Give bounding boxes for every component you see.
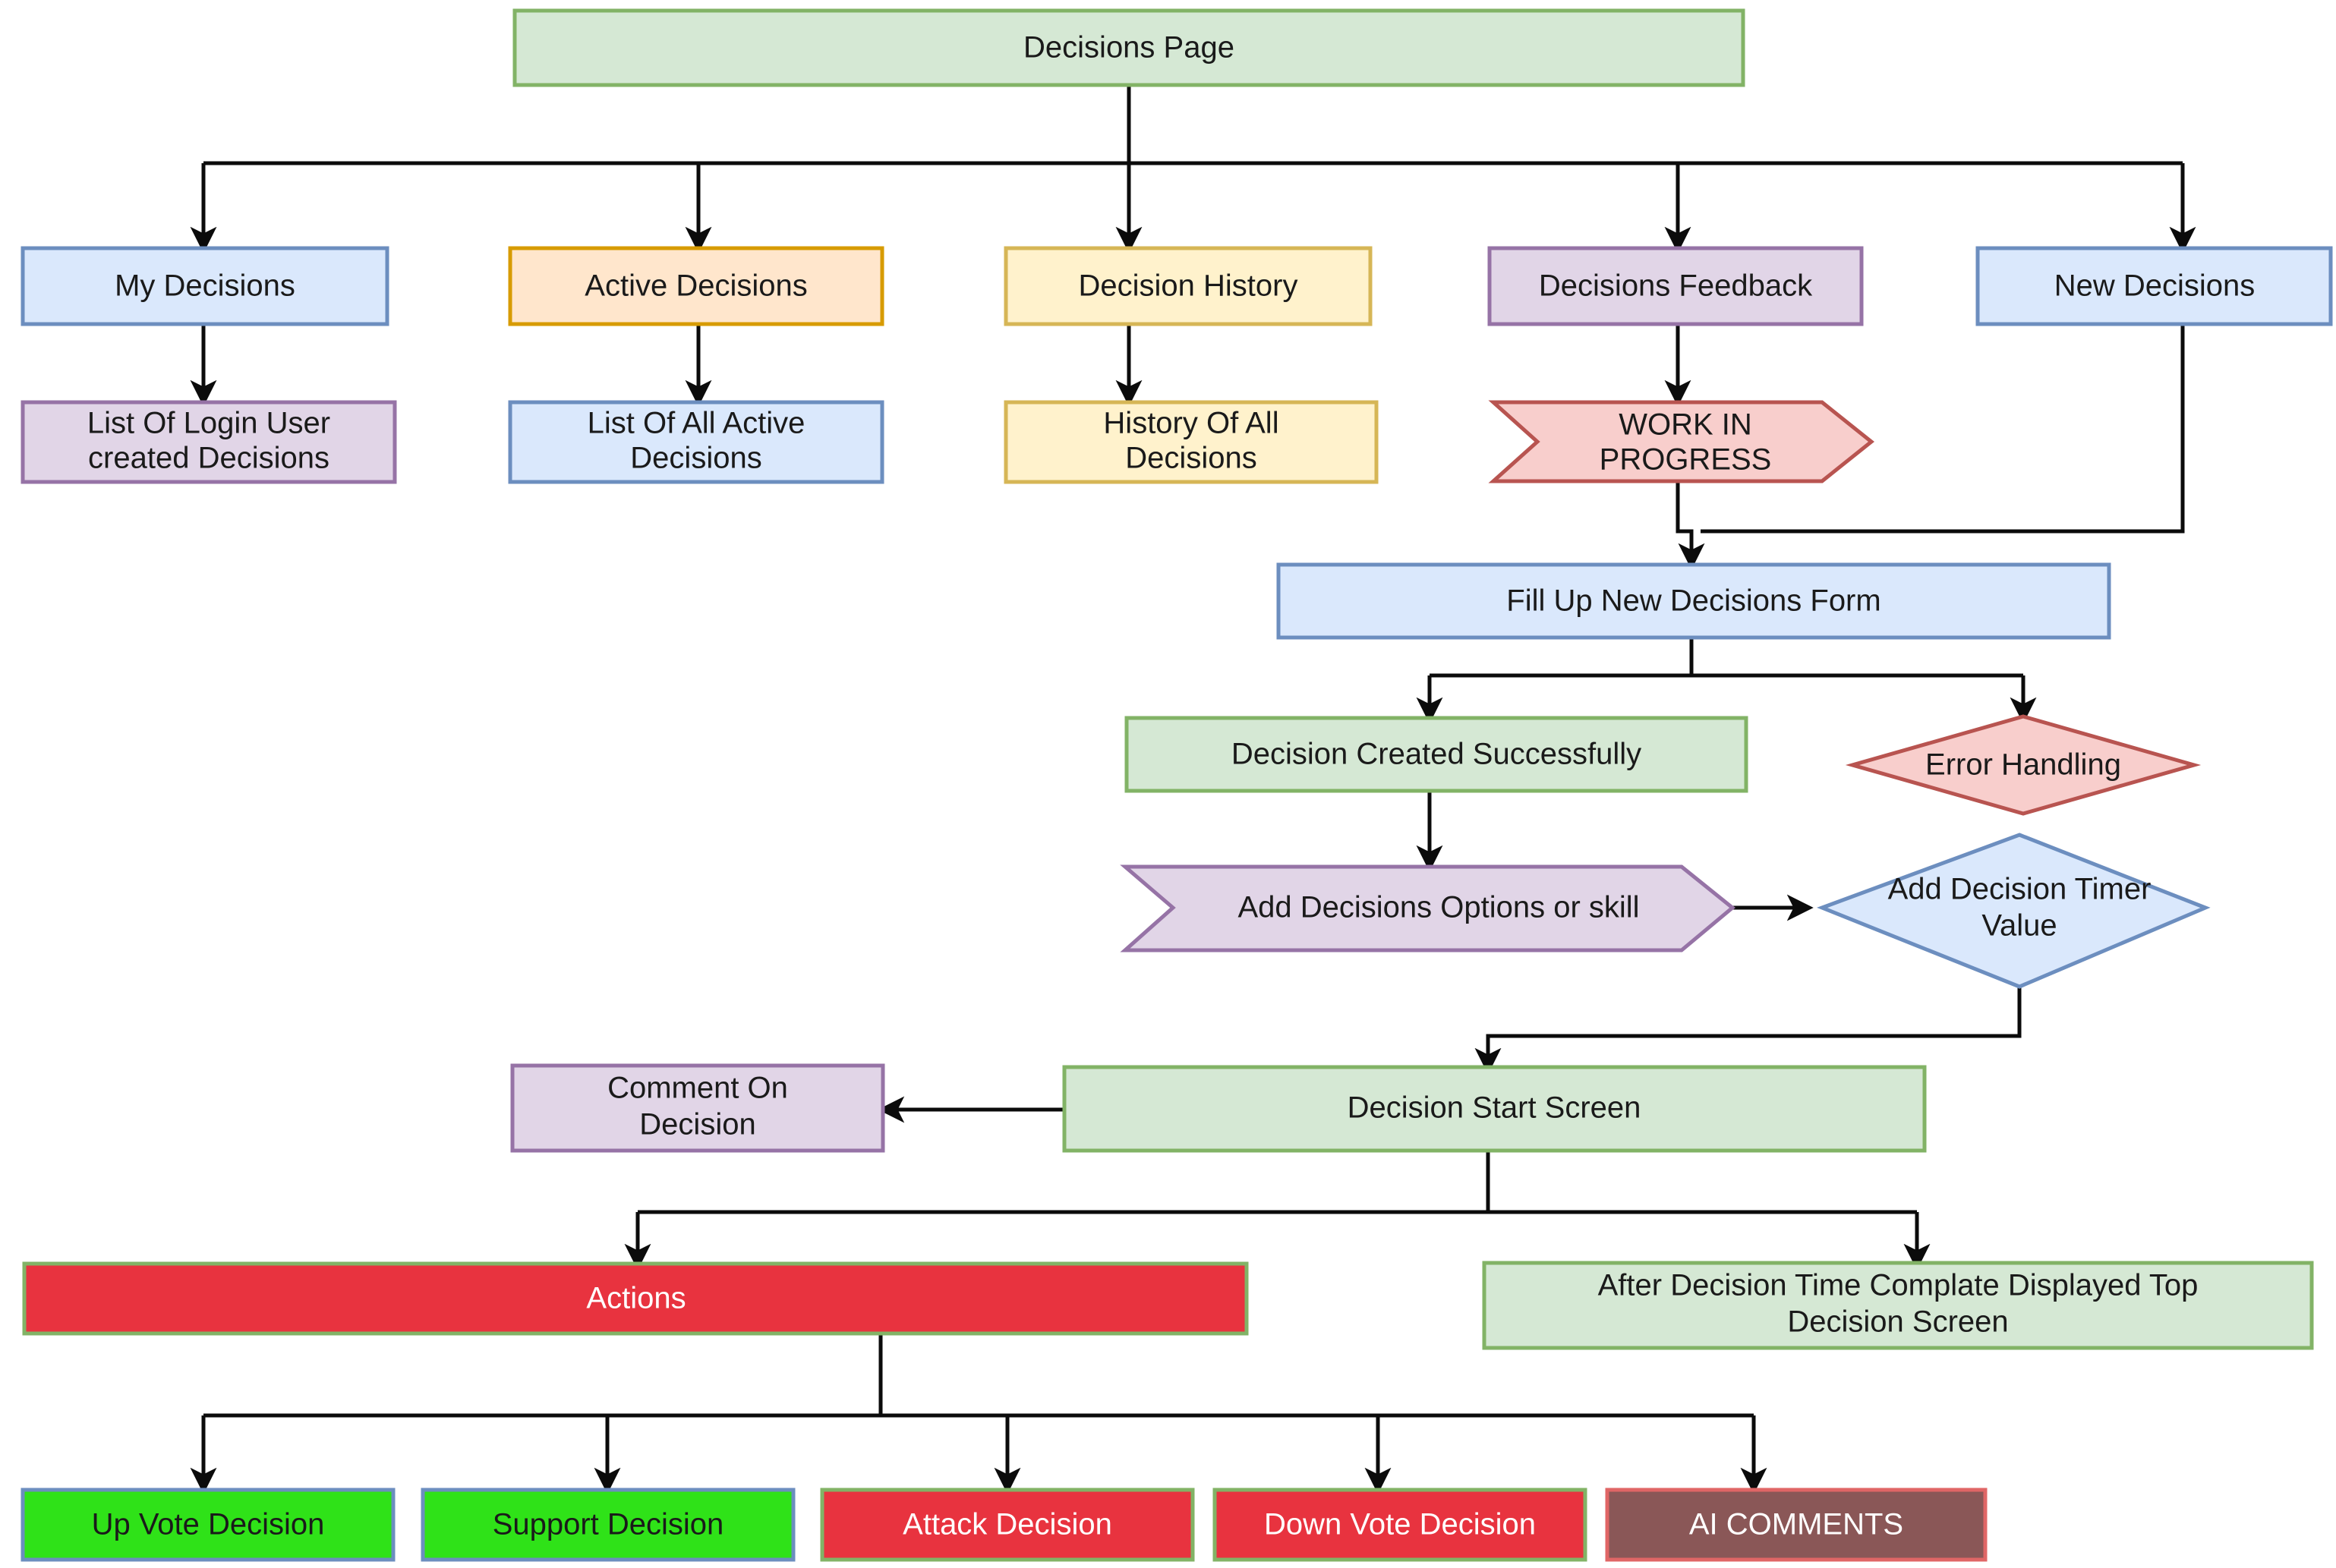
node-label-decisions-page: Decisions Page [1023, 31, 1234, 65]
node-work-in-progress[interactable]: WORK IN PROGRESS [1488, 400, 1875, 483]
node-label-decision-history: Decision History [1079, 269, 1298, 303]
node-comment-on-decision[interactable]: Comment On Decision [510, 1063, 885, 1153]
node-down-vote-decision[interactable]: Down Vote Decision [1212, 1488, 1587, 1562]
node-attack-decision[interactable]: Attack Decision [820, 1488, 1195, 1562]
node-label-wip-line2: PROGRESS [1600, 443, 1772, 477]
node-new-decisions[interactable]: New Decisions [1975, 246, 2333, 326]
node-label-active-decisions: Active Decisions [585, 269, 807, 303]
node-label-down-vote: Down Vote Decision [1264, 1508, 1536, 1541]
node-label-after-time-line2: Decision Screen [1787, 1305, 2008, 1339]
node-history-of-all-decisions[interactable]: History Of All Decisions [1004, 400, 1379, 484]
node-label-fill-form: Fill Up New Decisions Form [1506, 584, 1880, 618]
edge-timer-to-start [1474, 983, 2022, 1075]
node-actions[interactable]: Actions [22, 1261, 1249, 1336]
node-label-after-time-line1: After Decision Time Complate Displayed T… [1598, 1269, 2199, 1302]
node-label-add-options: Add Decisions Options or skill [1237, 891, 1639, 924]
node-label-actions: Actions [586, 1282, 686, 1315]
node-decision-history[interactable]: Decision History [1004, 246, 1373, 326]
node-label-add-timer-line1: Add Decision Timer [1888, 873, 2152, 906]
edge-layer [190, 85, 2196, 1494]
node-active-decisions[interactable]: Active Decisions [508, 246, 884, 326]
node-ai-comments[interactable]: AI COMMENTS [1605, 1488, 1988, 1562]
node-label-decision-created: Decision Created Successfully [1231, 738, 1641, 771]
node-label-wip-line1: WORK IN [1619, 408, 1752, 442]
node-support-decision[interactable]: Support Decision [421, 1488, 796, 1562]
node-label-add-timer-line2: Value [1981, 909, 2057, 943]
edge-new-decisions-to-form [1701, 324, 2185, 534]
node-label-up-vote: Up Vote Decision [92, 1508, 325, 1541]
node-decisions-page[interactable]: Decisions Page [512, 8, 1745, 87]
node-label-decision-start: Decision Start Screen [1348, 1091, 1641, 1125]
node-error-handling[interactable]: Error Handling [1845, 714, 2202, 816]
node-label-support: Support Decision [493, 1508, 724, 1541]
node-label-error-handling: Error Handling [1925, 748, 2121, 782]
node-add-decision-timer-value[interactable]: Add Decision Timer Value [1817, 833, 2211, 989]
node-label-history-all-line1: History Of All [1103, 407, 1278, 440]
node-label-comment-line1: Comment On [607, 1072, 788, 1105]
node-list-login-user-decisions[interactable]: List Of Login User created Decisions [20, 400, 397, 484]
node-add-decisions-options[interactable]: Add Decisions Options or skill [1120, 864, 1735, 952]
node-label-list-all-active-line2: Decisions [630, 442, 761, 475]
node-label-list-login-user-line1: List Of Login User [87, 407, 330, 440]
node-decision-created-successfully[interactable]: Decision Created Successfully [1124, 716, 1748, 793]
node-label-list-login-user-line2: created Decisions [88, 442, 329, 475]
node-label-my-decisions: My Decisions [115, 269, 295, 303]
node-label-decisions-feedback: Decisions Feedback [1539, 269, 1813, 303]
node-label-attack: Attack Decision [903, 1508, 1112, 1541]
node-label-history-all-line2: Decisions [1125, 442, 1256, 475]
node-label-ai-comments: AI COMMENTS [1689, 1508, 1903, 1541]
node-up-vote-decision[interactable]: Up Vote Decision [20, 1488, 396, 1562]
node-decision-start-screen[interactable]: Decision Start Screen [1062, 1065, 1927, 1153]
node-label-comment-line2: Decision [639, 1108, 755, 1141]
node-label-new-decisions: New Decisions [2054, 269, 2256, 303]
node-list-all-active-decisions[interactable]: List Of All Active Decisions [508, 400, 884, 484]
node-decisions-feedback[interactable]: Decisions Feedback [1487, 246, 1864, 326]
node-after-decision-time[interactable]: After Decision Time Complate Displayed T… [1482, 1261, 2314, 1350]
node-label-list-all-active-line1: List Of All Active [588, 407, 805, 440]
edge-wip-to-form [1676, 472, 1705, 570]
node-fill-up-new-decisions-form[interactable]: Fill Up New Decisions Form [1276, 562, 2111, 640]
node-my-decisions[interactable]: My Decisions [20, 246, 389, 326]
